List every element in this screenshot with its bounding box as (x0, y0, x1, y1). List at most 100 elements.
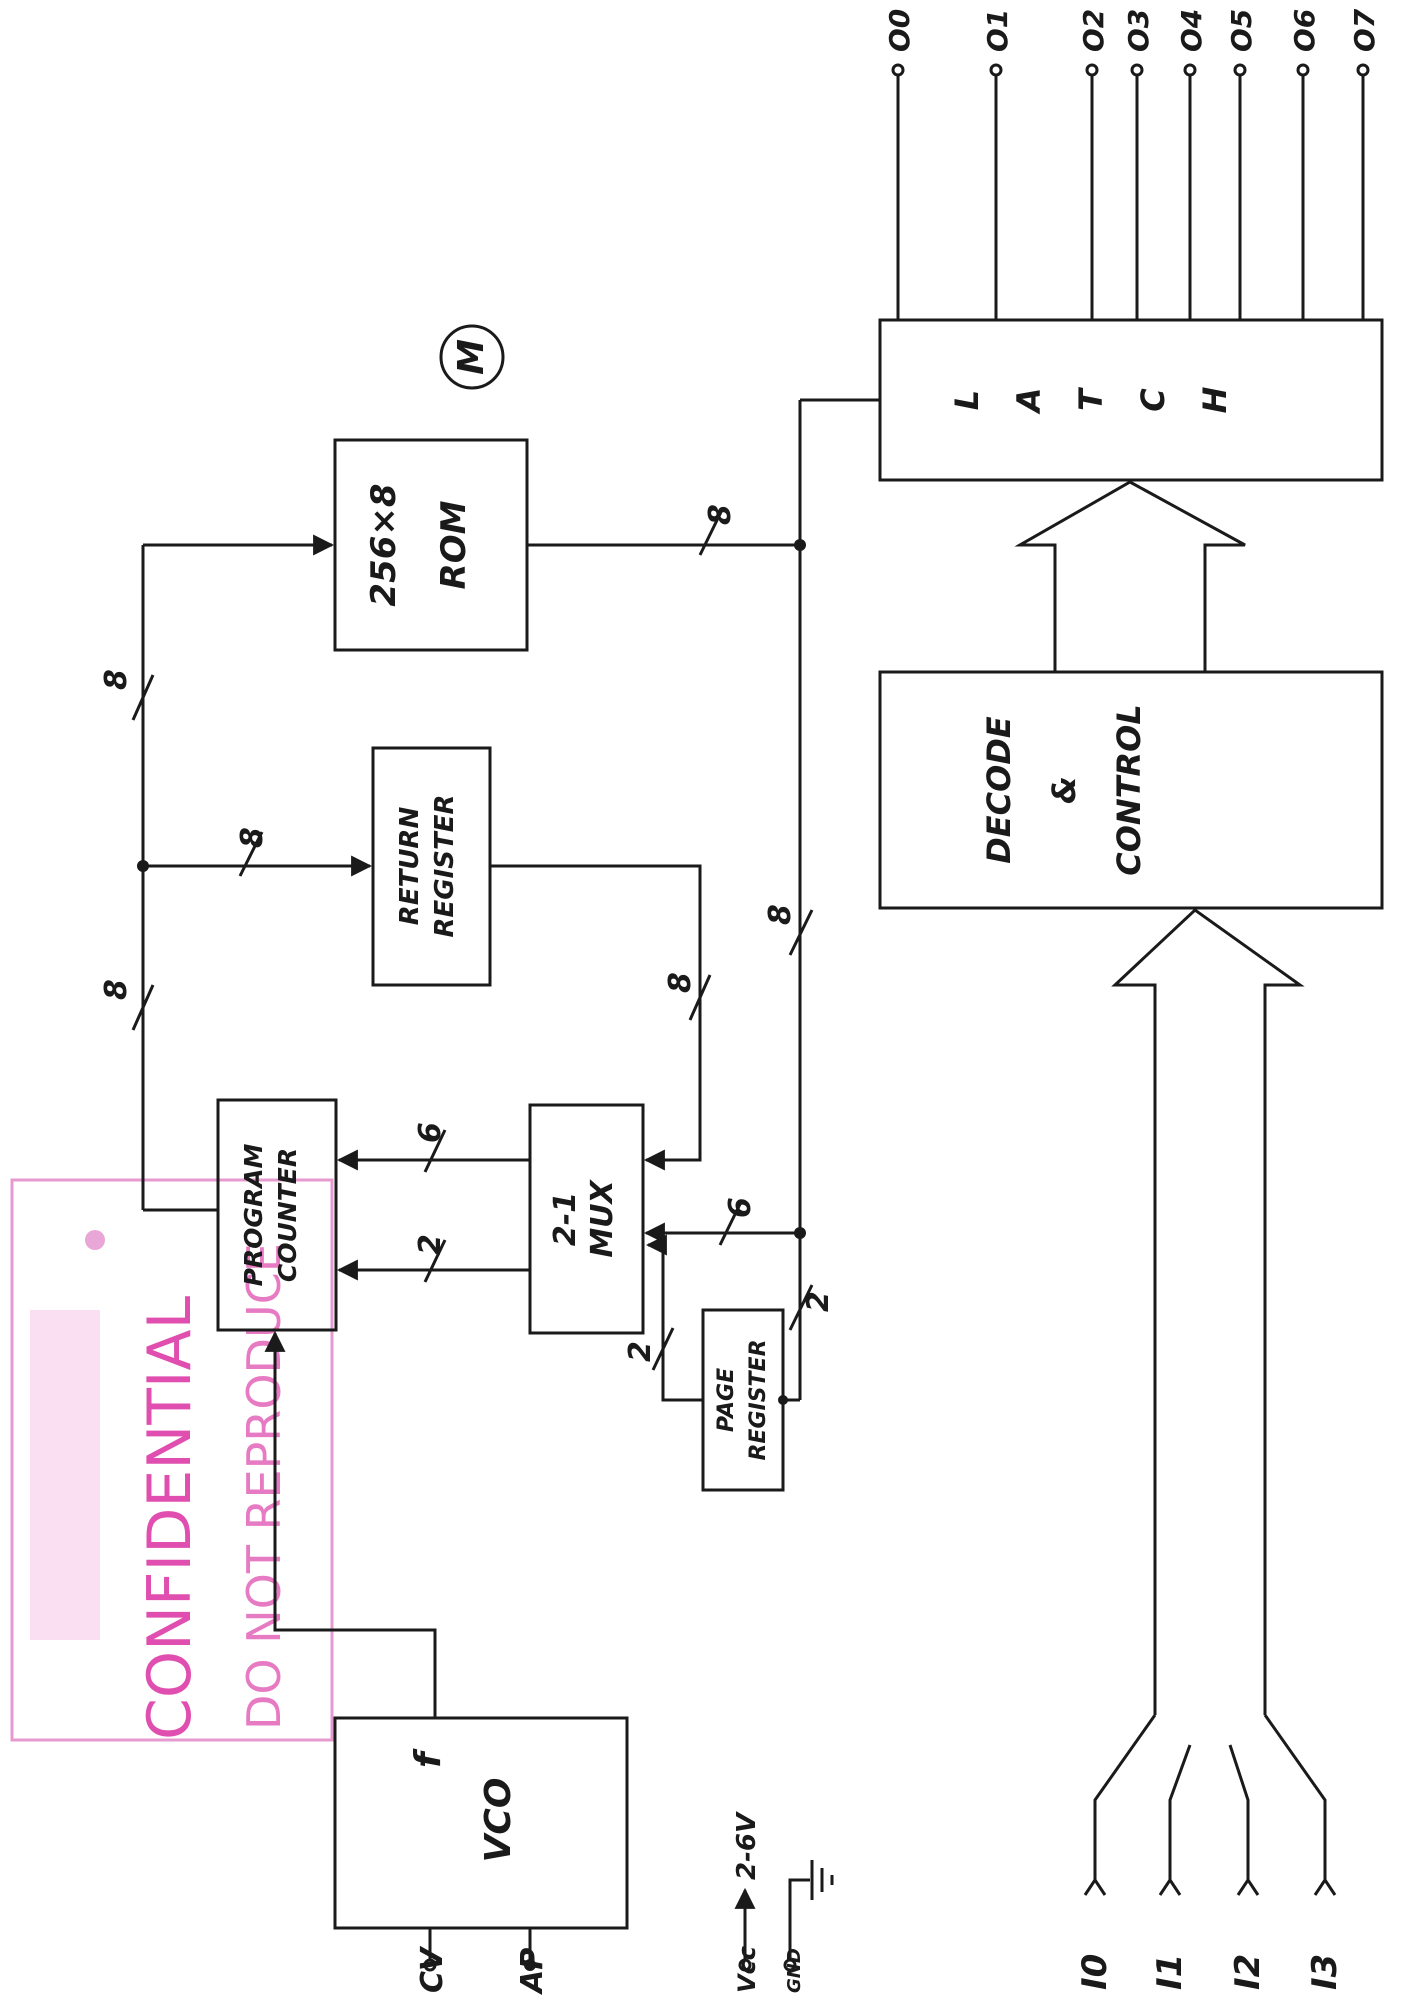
output-label-3: O3 (1122, 9, 1155, 52)
vco-block: f VCO (333, 1716, 629, 1930)
decode-control-box (878, 670, 1384, 910)
output-label-1: O1 (981, 9, 1014, 52)
input-label-3: I3 (1305, 1954, 1345, 1990)
rom-size-label: 256×8 (364, 483, 404, 606)
m-marker: M (439, 324, 505, 390)
latch-letter-t: T (1072, 387, 1110, 411)
output-pin-2 (1085, 63, 1099, 77)
page-register-input-dot (778, 1395, 788, 1405)
page-to-mux-bus (645, 1234, 703, 1402)
decode-to-latch-arrow (1014, 480, 1246, 672)
slash-page-to-mux (651, 1327, 675, 1371)
rom-label: ROM (434, 500, 474, 589)
m-marker-circle (439, 324, 505, 390)
program-counter-box (216, 1098, 338, 1332)
input-line-2 (1228, 1744, 1250, 1880)
mux-label-2: MUX (585, 1178, 620, 1257)
program-counter-label-2: COUNTER (273, 1148, 302, 1282)
bus-width-marks: 8 8 8 8 8 8 6 2 6 2 2 (99, 504, 836, 1371)
output-pin-3 (1130, 63, 1144, 77)
input-line-1 (1168, 1744, 1192, 1880)
ap-label: AP (515, 1948, 550, 1995)
program-counter-block: PROGRAM COUNTER (216, 1098, 338, 1332)
bus-label-rom-down: 8 (763, 904, 798, 925)
left-pin-labels: CV AP (415, 1945, 550, 1995)
decode-label: DECODE (980, 716, 1018, 864)
output-pin-1 (989, 63, 1003, 77)
power-labels: Vcc 2-6V GND (732, 1811, 805, 1993)
slash-mux-to-pc-6 (423, 1129, 447, 1173)
input-line-3 (1263, 1714, 1327, 1880)
bus-label-rom-out: 8 (703, 504, 738, 525)
output-pin-6 (1296, 63, 1310, 77)
input-label-1: I1 (1150, 1954, 1190, 1990)
input-labels: I0 I1 I2 I3 (1075, 1954, 1345, 1990)
mux-block: 2-1 MUX (528, 1103, 645, 1335)
slash-pc-out (131, 984, 155, 1031)
confidential-stamp: CONFIDENTIAL DO NOT REPRODUCE (10, 1178, 334, 1742)
page-register-label-1: PAGE (714, 1368, 739, 1432)
bus-label-mux-to-pc-6: 6 (413, 1122, 448, 1143)
output-labels: O0 O1 O2 O3 O4 O5 O6 O7 (883, 8, 1381, 52)
ampersand-label: & (1045, 776, 1083, 804)
gnd-wire (788, 1878, 810, 1960)
gnd-label: GND (784, 1948, 805, 1993)
control-label: CONTROL (1110, 704, 1148, 876)
input-pin-1 (1158, 1877, 1182, 1896)
cv-label: CV (415, 1945, 450, 1993)
bus-label-bus-to-page: 2 (801, 1291, 836, 1312)
slash-rom-out (698, 509, 724, 556)
input-pin-0 (1083, 1877, 1107, 1896)
latch-block: L A T C H (878, 318, 1384, 482)
inputs-to-decode-arrow (1111, 908, 1305, 1715)
bus-label-mux-to-pc-2: 2 (413, 1234, 448, 1255)
return-register-label-1: RETURN (395, 807, 425, 926)
vco-freq-label: f (408, 1748, 449, 1768)
program-counter-label-1: PROGRAM (239, 1143, 268, 1286)
stamp-line-1: CONFIDENTIAL (135, 1295, 205, 1740)
stamp-logo-block (30, 1310, 100, 1640)
latch-letter-h: H (1196, 386, 1234, 413)
bus-label-page-to-mux: 2 (623, 1341, 658, 1362)
latch-letter-l: L (948, 390, 986, 410)
bus-label-return-to-mux: 8 (663, 972, 698, 993)
slash-to-rom (131, 674, 155, 721)
slash-rom-down (788, 909, 814, 956)
return-register-block: RETURN REGISTER (371, 746, 492, 987)
output-pin-5 (1233, 63, 1247, 77)
vco-box (333, 1716, 629, 1930)
mux-box (528, 1103, 645, 1335)
page-register-block: PAGE REGISTER (701, 1308, 785, 1492)
wiring (137, 63, 1370, 1972)
input-pin-2 (1236, 1877, 1260, 1896)
bus-label-bus-to-mux: 6 (723, 1197, 758, 1218)
bus-label-to-return: 8 (235, 827, 270, 848)
return-register-label-2: REGISTER (430, 794, 460, 937)
bus-label-to-rom: 8 (99, 669, 134, 690)
input-label-2: I2 (1228, 1954, 1268, 1990)
ground-symbol (810, 1860, 834, 1900)
output-label-0: O0 (883, 9, 916, 52)
output-pin-0 (891, 63, 905, 77)
latch-letter-c: C (1134, 388, 1172, 412)
output-label-7: O7 (1348, 8, 1381, 52)
output-label-6: O6 (1288, 9, 1321, 52)
cv-pin (423, 1958, 437, 1972)
output-label-5: O5 (1225, 9, 1258, 52)
latch-letter-a: A (1010, 388, 1048, 416)
input-pin-3 (1313, 1877, 1337, 1896)
stamp-seal-mark (85, 1230, 105, 1250)
slash-to-return (238, 831, 264, 877)
decode-control-block: DECODE & CONTROL (878, 670, 1384, 910)
vco-to-pc-clock (264, 1330, 437, 1718)
page-register-label-2: REGISTER (746, 1339, 771, 1460)
bus-label-pc-out: 8 (99, 979, 134, 1000)
m-marker-label: M (451, 339, 492, 375)
output-pin-4 (1183, 63, 1197, 77)
ap-pin (524, 1959, 536, 1971)
output-label-2: O2 (1077, 9, 1110, 52)
rom-block: 256×8 ROM (333, 438, 529, 652)
output-pin-7 (1356, 63, 1370, 77)
